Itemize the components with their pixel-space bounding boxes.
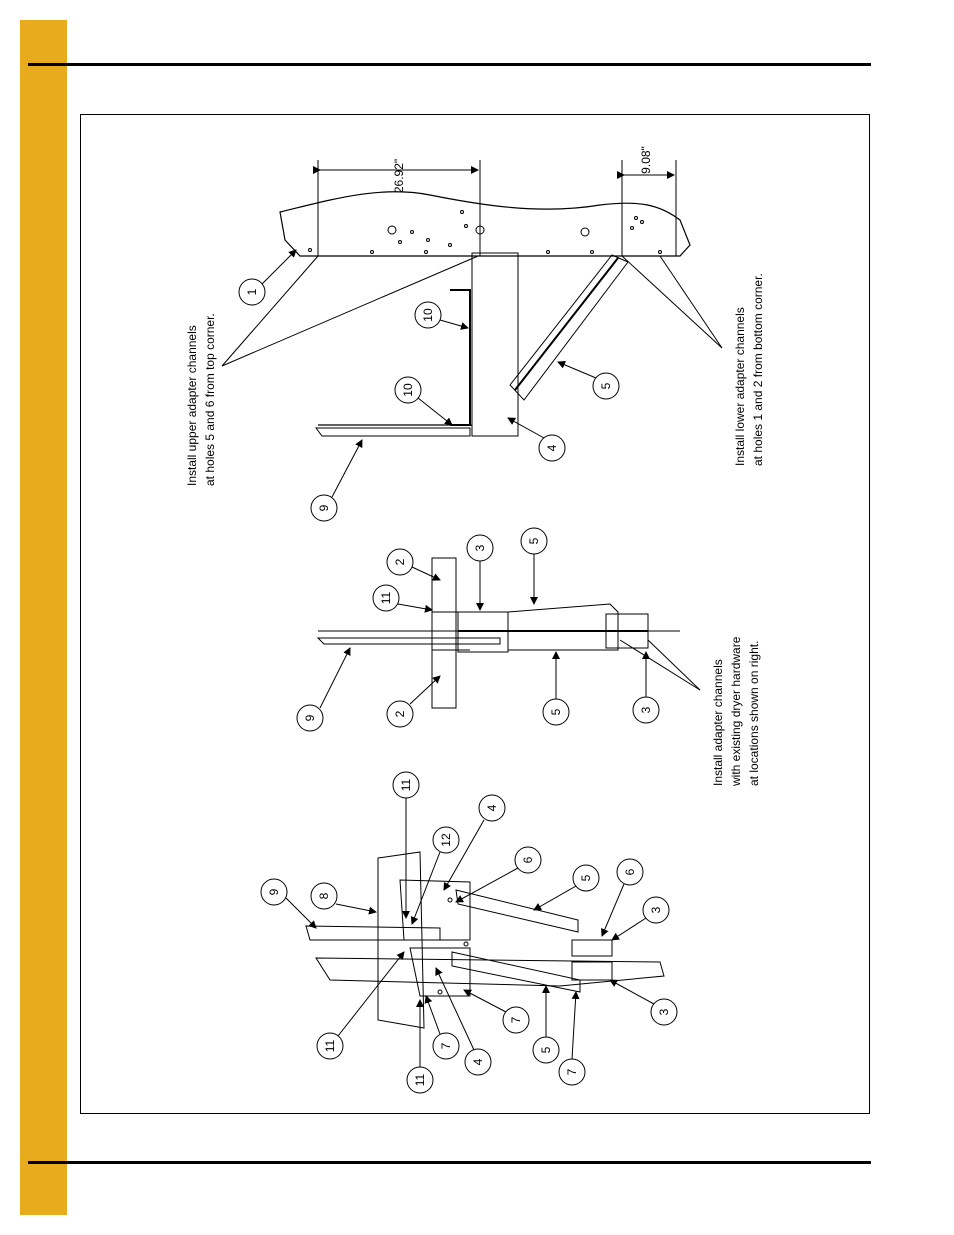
panel-holes: [308, 210, 662, 254]
footer-rule: [28, 1161, 871, 1164]
callout-7c: 7: [565, 1068, 579, 1075]
callout-11b: 11: [399, 778, 413, 791]
note-upper-line1: Install upper adapter channels: [185, 325, 199, 486]
isometric-view: [305, 851, 665, 1029]
callout-4: 4: [545, 444, 559, 451]
callout-2b: 2: [393, 710, 407, 717]
callout-9c: 9: [267, 888, 281, 895]
figure-frame: [80, 114, 870, 1114]
callout-10b: 10: [401, 383, 415, 397]
middle-view: [316, 557, 701, 709]
note-upper-line2: at holes 5 and 6 from top corner.: [203, 313, 217, 486]
upper-view: [221, 160, 723, 437]
callout-1: 1: [245, 288, 259, 295]
callout-7a: 7: [439, 1042, 453, 1049]
callout-3a: 3: [473, 544, 487, 551]
note-lower-line2: at holes 1 and 2 from bottom corner.: [751, 273, 765, 466]
dimension-lower: 9.08": [639, 146, 653, 174]
callout-9b: 9: [303, 714, 317, 721]
callout-5a: 5: [527, 537, 541, 544]
callout-3c: 3: [649, 906, 663, 913]
callout-4b: 4: [485, 804, 499, 811]
callout-2a: 2: [393, 558, 407, 565]
callout-3d: 3: [657, 1008, 671, 1015]
callout-4c: 4: [471, 1058, 485, 1065]
callout-5c: 5: [579, 874, 593, 881]
note-adapter-line3: at locations shown on right.: [747, 641, 761, 786]
callout-5: 5: [599, 382, 613, 389]
dimension-upper: 26.92": [392, 159, 406, 193]
middle-view-callouts: [296, 527, 660, 732]
callout-5b: 5: [549, 708, 563, 715]
callout-7b: 7: [509, 1016, 523, 1023]
callout-11c: 11: [323, 1039, 337, 1052]
callout-5d: 5: [539, 1046, 553, 1053]
callout-6b: 6: [623, 868, 637, 875]
header-rule: [28, 63, 871, 66]
callout-8: 8: [317, 892, 331, 899]
callout-12: 12: [439, 833, 453, 847]
upper-view-callouts: [238, 249, 620, 522]
callout-6a: 6: [521, 856, 535, 863]
callout-3b: 3: [639, 706, 653, 713]
section-side-tab: [20, 20, 67, 1215]
callout-10a: 10: [421, 308, 435, 322]
note-lower-line1: Install lower adapter channels: [733, 307, 747, 466]
isometric-view-callouts: [260, 771, 678, 1094]
note-adapter-line2: with existing dryer hardware: [729, 636, 743, 787]
note-adapter-line1: Install adapter channels: [711, 659, 725, 786]
callout-9: 9: [317, 504, 331, 511]
callout-11a: 11: [379, 591, 393, 604]
callout-11d: 11: [413, 1073, 427, 1086]
